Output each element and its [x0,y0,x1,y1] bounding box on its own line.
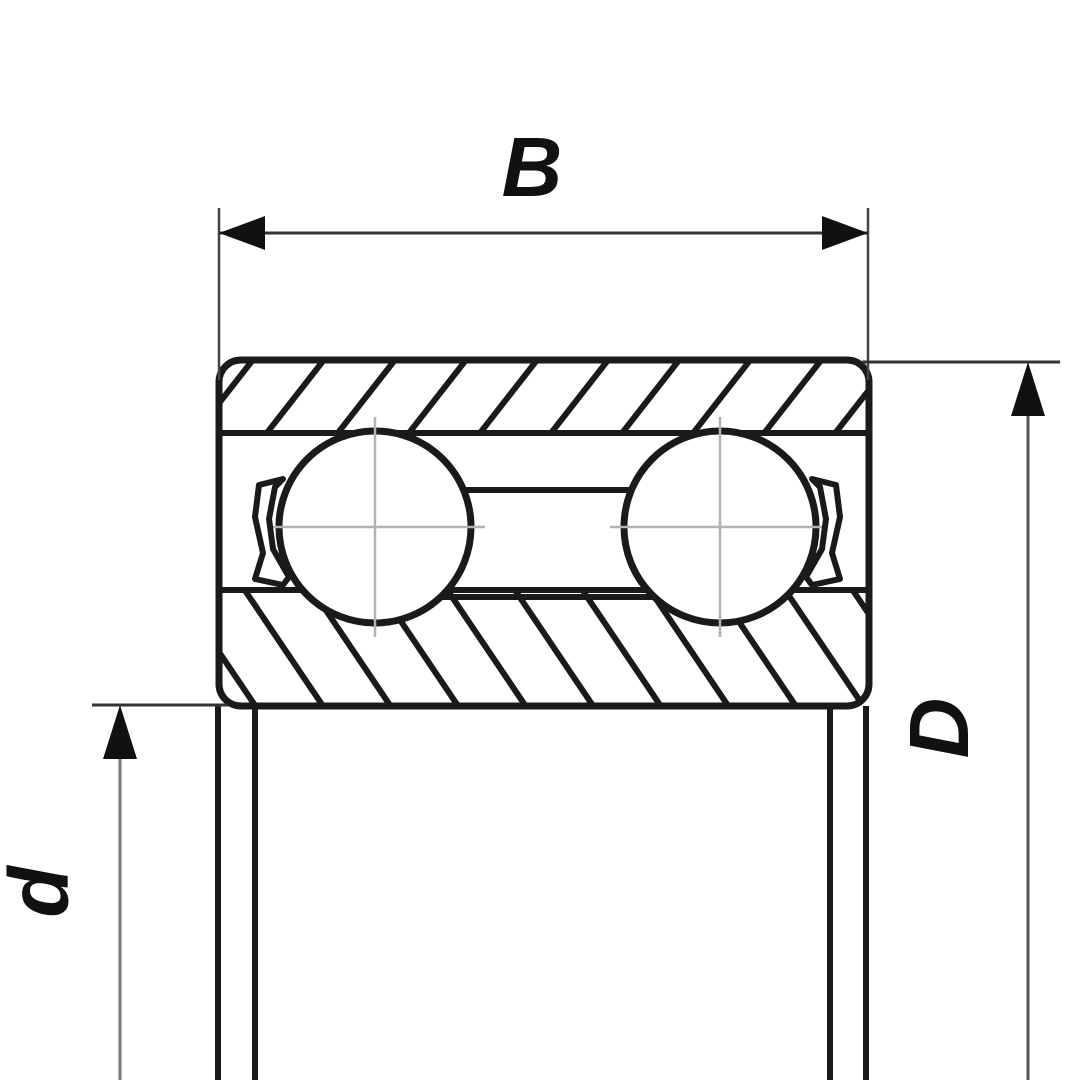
d-arrowhead-up [1011,362,1045,416]
cage-retainer-group [252,476,843,588]
dimension-label-b: B [502,120,563,214]
dimension-label-d-outer: D [892,698,986,759]
b-extension-lines [217,208,870,380]
dimension-d-bore-group: d [0,703,228,1080]
dimension-b-group: B [217,120,870,380]
dimension-d-outer-group: D [862,360,1060,1080]
raceway-edge-lines [219,430,869,600]
cage-bracket [803,476,843,588]
dimension-label-d-bore: d [0,865,86,918]
cage-bracket [252,476,292,588]
ball-centerline-group [265,417,830,637]
b-arrowhead-right [822,216,868,250]
b-arrowhead-left [219,216,265,250]
bore-projection-lines [215,706,869,1080]
bore-arrowhead-up [103,705,137,759]
